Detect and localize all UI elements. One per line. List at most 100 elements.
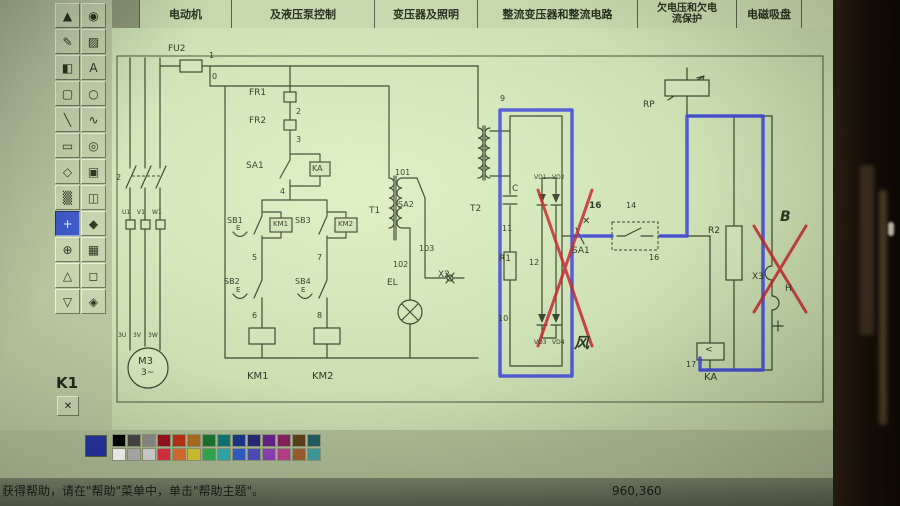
eraser-icon[interactable]: ◫ (81, 185, 106, 210)
schematic-drawing (116, 55, 824, 403)
diamond-icon[interactable]: ◈ (81, 289, 106, 314)
schematic-label: SB1 (227, 216, 243, 225)
schematic-label: X3 (752, 272, 764, 282)
pan-icon[interactable]: + (55, 211, 80, 236)
schematic-label: RP (643, 100, 655, 110)
color-swatch[interactable] (187, 434, 201, 447)
schematic-label: W1 (152, 209, 162, 216)
square-icon[interactable]: ◻ (81, 263, 106, 288)
schematic-label: 3~ (141, 368, 155, 378)
fill-icon[interactable]: ◧ (55, 55, 80, 80)
schematic-label: 3 (296, 135, 302, 144)
rounded-rect-icon[interactable]: ▣ (81, 159, 106, 184)
color-swatch[interactable] (247, 434, 261, 447)
header-column: 电动机 (140, 0, 232, 28)
color-swatch[interactable] (172, 434, 186, 447)
schematic-label: VD3 (534, 339, 547, 346)
schematic-label: 11 (502, 224, 513, 233)
color-swatch[interactable] (127, 434, 141, 447)
status-bar: 获得帮助，请在"帮助"菜单中，单击"帮助主题"。 960,360 (0, 478, 833, 506)
schematic-label: 4 (280, 187, 286, 196)
schematic-label: T1 (369, 206, 381, 216)
triangle-down-icon[interactable]: ▽ (55, 289, 80, 314)
schematic-label: VD4 (552, 339, 565, 346)
schematic-label: KM2 (338, 220, 354, 228)
polygon-icon[interactable]: ◇ (55, 159, 80, 184)
schematic-label: FU2 (168, 44, 186, 54)
curve-icon[interactable]: ∿ (81, 107, 106, 132)
schematic-label: 101 (395, 168, 411, 177)
schematic-label: 17 (686, 360, 697, 369)
schematic-label: R2 (708, 226, 720, 236)
color-swatch[interactable] (142, 448, 156, 461)
schematic-label: SB3 (295, 216, 311, 225)
tool-palette: ▲◉✎▨◧A▢○╲∿▭◎◇▣▒◫+◆⊕▦△◻▽◈ K1 ✕ (0, 0, 113, 430)
select-icon[interactable]: ▢ (55, 81, 80, 106)
schematic-label: 2 (116, 173, 122, 182)
schematic-label: 12 (529, 258, 540, 267)
color-swatch[interactable] (307, 448, 321, 461)
grid-icon[interactable]: ▦ (81, 237, 106, 262)
schematic-label: 5 (252, 253, 258, 262)
color-swatch[interactable] (232, 434, 246, 447)
schematic-label: 10 (498, 314, 509, 323)
header-column: 变压器及照明 (375, 0, 478, 28)
color-swatch[interactable] (127, 448, 141, 461)
scroll-up-icon[interactable]: ▲ (55, 3, 80, 28)
rect-icon[interactable]: ▭ (55, 133, 80, 158)
color-swatch[interactable] (217, 448, 231, 461)
text-icon[interactable]: A (81, 55, 106, 80)
layer-label: K1 (56, 374, 79, 392)
color-swatch[interactable] (202, 448, 216, 461)
brush-icon[interactable]: ▨ (81, 29, 106, 54)
current-color-swatch[interactable] (85, 435, 107, 457)
color-swatch[interactable] (262, 434, 276, 447)
schematic-label: SA2 (398, 200, 414, 209)
pencil-icon[interactable]: ✎ (55, 29, 80, 54)
column-header-row: 电动机及液压泵控制变压器及照明整流变压器和整流电路欠电压和欠电流保护电磁吸盘 (112, 0, 833, 29)
status-help-text: 获得帮助，请在"帮助"菜单中，单击"帮助主题"。 (2, 484, 265, 498)
color-swatch[interactable] (292, 448, 306, 461)
schematic-label: 14 (626, 201, 637, 210)
schematic-label: C (512, 184, 519, 194)
color-swatch[interactable] (217, 434, 231, 447)
color-swatch[interactable] (307, 434, 321, 447)
screen-reflection (879, 190, 887, 425)
color-swatch[interactable] (157, 434, 171, 447)
color-swatch[interactable] (157, 448, 171, 461)
color-swatch[interactable] (232, 448, 246, 461)
color-swatch[interactable] (247, 448, 261, 461)
schematic-label: 8 (317, 311, 323, 320)
line-icon[interactable]: ╲ (55, 107, 80, 132)
color-swatch[interactable] (277, 434, 291, 447)
schematic-label: KA (704, 372, 718, 383)
schematic-label: KM1 (247, 371, 269, 382)
schematic-label: 3V (133, 332, 141, 339)
color-swatch[interactable] (277, 448, 291, 461)
color-swatch[interactable] (187, 448, 201, 461)
photo-dark-edge (833, 0, 900, 506)
ellipse-icon[interactable]: ◎ (81, 133, 106, 158)
color-swatch[interactable] (172, 448, 186, 461)
schematic-label: M3 (138, 356, 153, 367)
header-column: 欠电压和欠电流保护 (638, 0, 737, 28)
color-swatch[interactable] (262, 448, 276, 461)
zoom-in-icon[interactable]: ⊕ (55, 237, 80, 262)
color-swatch[interactable] (112, 448, 126, 461)
spray-icon[interactable]: ▒ (55, 185, 80, 210)
color-swatch[interactable] (202, 434, 216, 447)
triangle-up-icon[interactable]: △ (55, 263, 80, 288)
color-swatch[interactable] (142, 434, 156, 447)
schematic-label: KM1 (273, 220, 289, 228)
color-picker-icon[interactable]: ◆ (81, 211, 106, 236)
color-swatch[interactable] (112, 434, 126, 447)
schematic-label: E (301, 286, 306, 294)
lasso-icon[interactable]: ○ (81, 81, 106, 106)
color-swatch[interactable] (292, 434, 306, 447)
zoom-icon[interactable]: ◉ (81, 3, 106, 28)
schematic-label: KA (312, 164, 323, 173)
schematic-label: FR2 (249, 116, 267, 126)
close-icon[interactable]: ✕ (57, 396, 79, 416)
